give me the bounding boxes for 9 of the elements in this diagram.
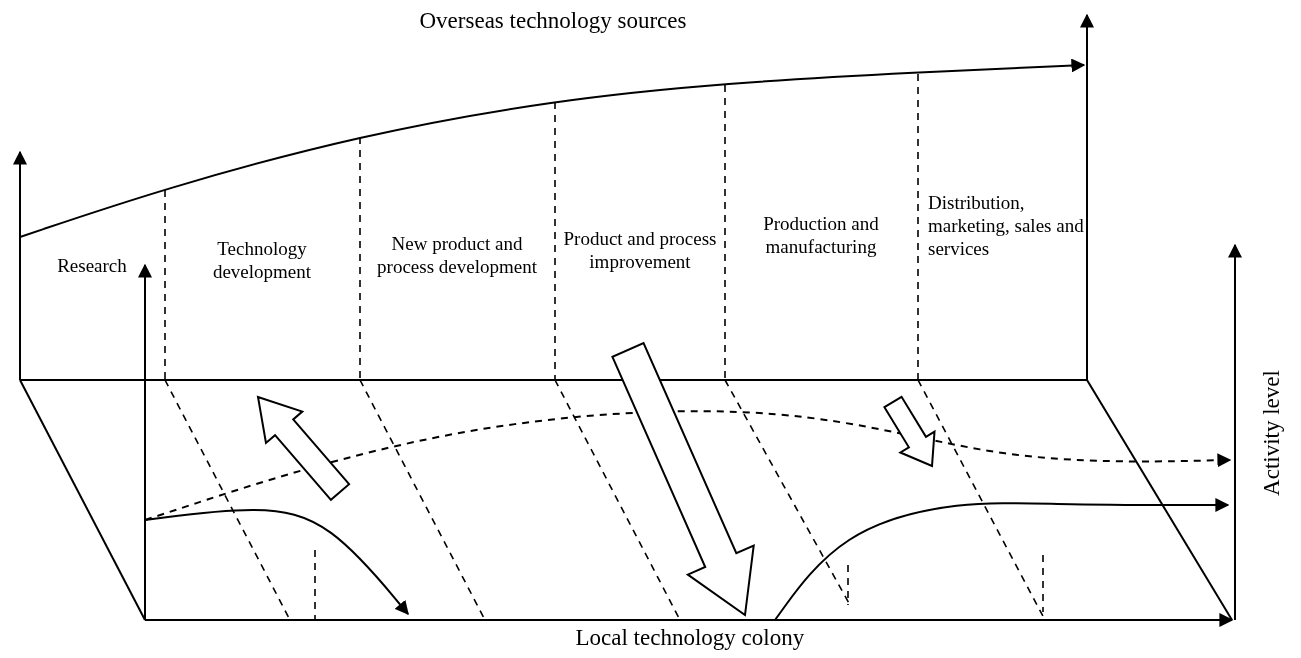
stage-label: Production and manufacturing [762,212,880,258]
title-label: Local technology colony [575,625,805,651]
stage-label: New product and process development [376,232,538,278]
title-label: Overseas technology sources [419,8,687,34]
stage-label: Research [57,253,127,277]
stage-label: Product and process improvement [562,227,718,273]
stage-label: Technology development [211,237,313,283]
axis-label: Activity level [1258,370,1285,496]
stage-label: Distribution, marketing, sales and services [927,190,1085,260]
